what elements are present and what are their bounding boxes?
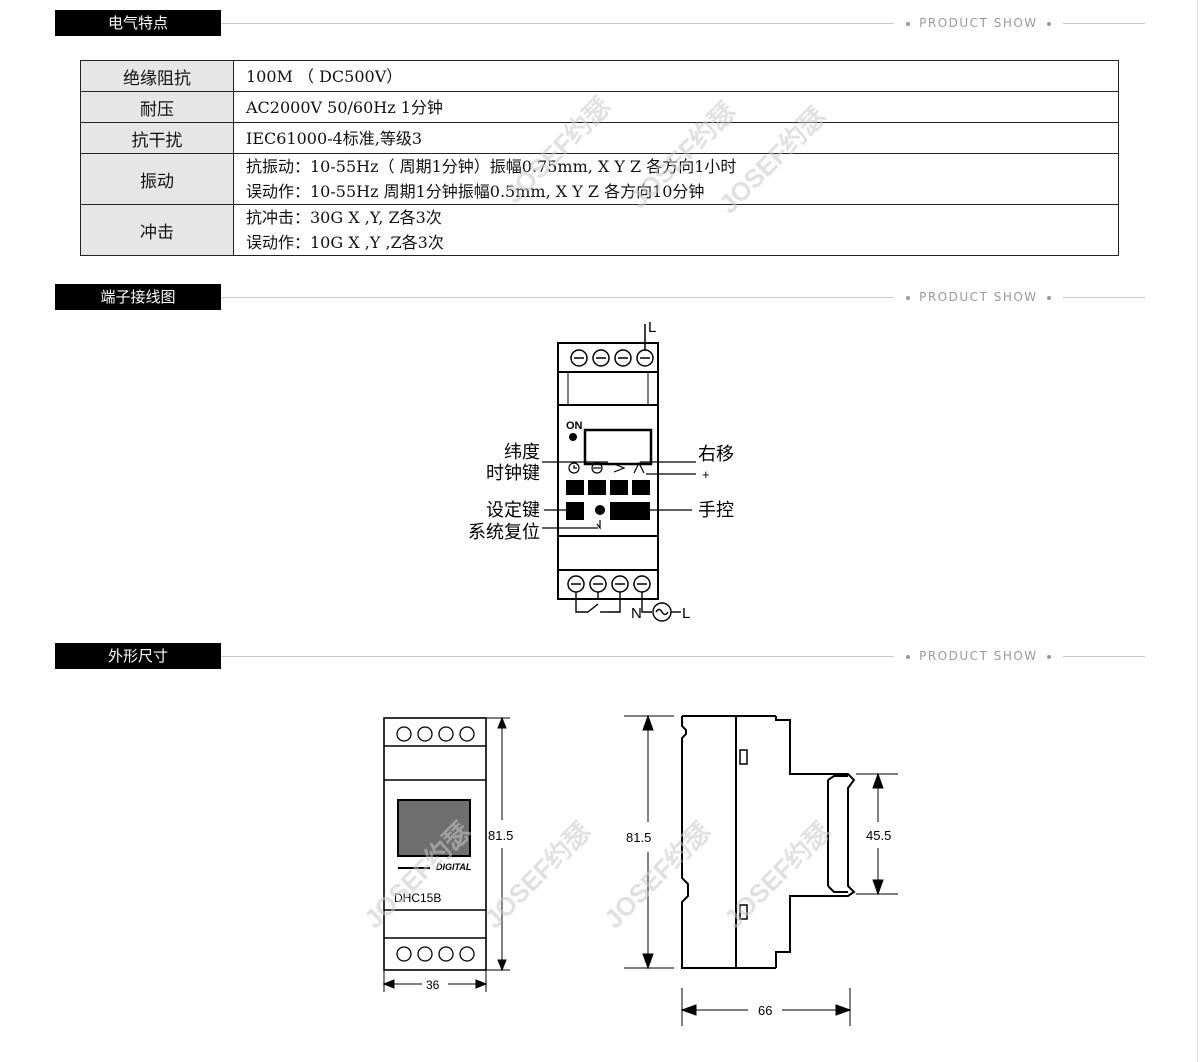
on-label: ON — [566, 420, 583, 432]
keypad-buttons — [566, 480, 650, 520]
header-divider — [221, 656, 1145, 657]
side-height-dimension — [624, 714, 674, 970]
model-label: DHC15B — [394, 891, 441, 905]
row-value: AC2000V 50/60Hz 1分钟 — [233, 91, 1119, 123]
device-body — [557, 342, 659, 600]
chevron-up-icon — [633, 461, 645, 474]
keypad-symbols — [568, 461, 645, 474]
table-row: 振动 抗振动：10-55Hz（ 周期1分钟）振幅0.75mm, X Y Z 各方… — [80, 153, 1119, 205]
electrical-spec-table: 绝缘阻抗 100M （ DC500V） 耐压 AC2000V 50/60Hz 1… — [80, 60, 1119, 256]
label-reset: 系统复位 — [468, 522, 540, 542]
row-value: 100M （ DC500V） — [233, 60, 1119, 92]
front-top-terminals — [396, 726, 475, 742]
table-row: 冲击 抗冲击：30G X ,Y, Z各3次 误动作：10G X ,Y ,Z各3次 — [80, 204, 1119, 256]
side-view-drawing: 81.5 45.5 66 — [624, 714, 898, 1026]
header-divider — [221, 297, 1145, 298]
page-right-border — [1197, 0, 1198, 1062]
label-clock-key: 时钟键 — [486, 463, 540, 483]
label-manual: 手控 — [698, 500, 734, 520]
clock-icon — [568, 462, 580, 474]
section-title-dimensions: 外形尺寸 — [55, 643, 221, 669]
row-value: 抗冲击：30G X ,Y, Z各3次 误动作：10G X ,Y ,Z各3次 — [233, 204, 1119, 256]
section-title-wiring: 端子接线图 — [55, 284, 221, 310]
side-profile — [681, 715, 856, 969]
header-divider — [221, 23, 1145, 24]
on-indicator-icon — [569, 433, 577, 441]
table-row: 抗干扰 IEC61000-4标准,等级3 — [80, 122, 1119, 154]
row-label: 振动 — [80, 153, 234, 205]
brand-text: DIGITAL — [436, 862, 471, 872]
leader-lines — [542, 461, 696, 529]
table-row: 绝缘阻抗 100M （ DC500V） — [80, 60, 1119, 92]
label-shift-right: 右移 — [698, 444, 734, 464]
row-label: 耐压 — [80, 91, 234, 123]
label-plus: + — [702, 467, 710, 482]
label-neutral: N — [631, 605, 642, 622]
section-title-electrical: 电气特点 — [55, 10, 221, 36]
product-show-tag: PRODUCT SHOW — [893, 289, 1063, 305]
chevron-right-icon — [613, 463, 626, 473]
lcd-display — [583, 428, 653, 466]
external-wiring — [575, 592, 681, 622]
row-label: 冲击 — [80, 204, 234, 256]
product-show-tag: PRODUCT SHOW — [893, 648, 1063, 664]
side-depth-value: 66 — [758, 1003, 772, 1018]
bottom-terminals — [567, 575, 651, 593]
step-height-value: 45.5 — [866, 828, 891, 843]
section-header-dimensions: 外形尺寸 PRODUCT SHOW — [55, 643, 1145, 669]
wiring-diagram: L ON 纬度 时钟键 设定键 系统复位 右移 + 手控 — [468, 319, 734, 622]
step-height-dimension — [856, 772, 898, 896]
minus-icon — [591, 462, 603, 474]
front-height-dimension — [486, 716, 510, 972]
label-latitude: 纬度 — [504, 442, 540, 462]
front-height-value: 81.5 — [488, 828, 513, 843]
front-lcd-window — [397, 799, 471, 857]
row-label: 抗干扰 — [80, 122, 234, 154]
row-value: 抗振动：10-55Hz（ 周期1分钟）振幅0.75mm, X Y Z 各方向1小… — [233, 153, 1119, 205]
top-terminal-label: L — [648, 319, 656, 336]
side-depth-dimension — [680, 988, 852, 1026]
product-show-tag: PRODUCT SHOW — [893, 15, 1063, 31]
row-label: 绝缘阻抗 — [80, 60, 234, 92]
table-row: 耐压 AC2000V 50/60Hz 1分钟 — [80, 91, 1119, 123]
side-height-value: 81.5 — [626, 830, 651, 845]
front-width-value: 36 — [426, 978, 440, 992]
label-set-key: 设定键 — [486, 500, 540, 520]
front-width-dimension — [382, 970, 488, 992]
section-header-electrical: 电气特点 PRODUCT SHOW — [55, 10, 1145, 36]
label-live: L — [682, 605, 690, 622]
front-view-drawing: DIGITAL DHC15B 81.5 36 — [382, 716, 513, 992]
top-terminals — [570, 349, 654, 367]
row-value: IEC61000-4标准,等级3 — [233, 122, 1119, 154]
section-header-wiring: 端子接线图 PRODUCT SHOW — [55, 284, 1145, 310]
relay-contact-icon — [587, 603, 599, 613]
front-bottom-terminals — [396, 946, 475, 962]
